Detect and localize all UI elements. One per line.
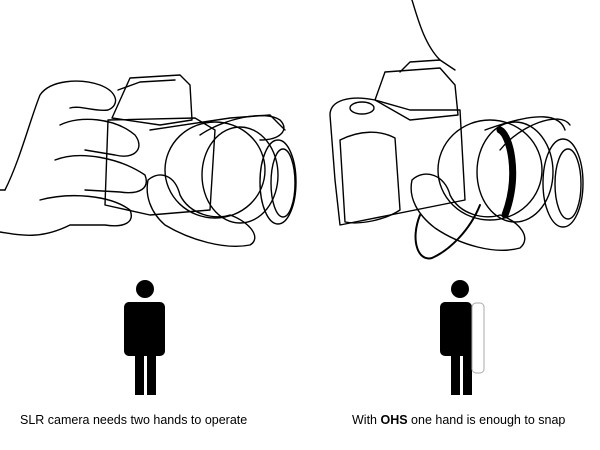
caption-right: With OHS one hand is enough to snap: [352, 413, 565, 427]
right-camera-drawing: [329, 0, 584, 228]
right-hand-drawing: [410, 118, 571, 260]
caption-left: SLR camera needs two hands to operate: [20, 413, 248, 427]
caption-right-prefix: With: [352, 413, 381, 427]
caption-right-suffix: one hand is enough to snap: [407, 413, 566, 427]
person-figure-right: [440, 280, 485, 395]
brand-name: OHS: [380, 413, 408, 427]
left-hands-drawing: [0, 80, 285, 247]
person-figure-left: [124, 280, 165, 395]
left-camera-drawing: [104, 74, 297, 225]
